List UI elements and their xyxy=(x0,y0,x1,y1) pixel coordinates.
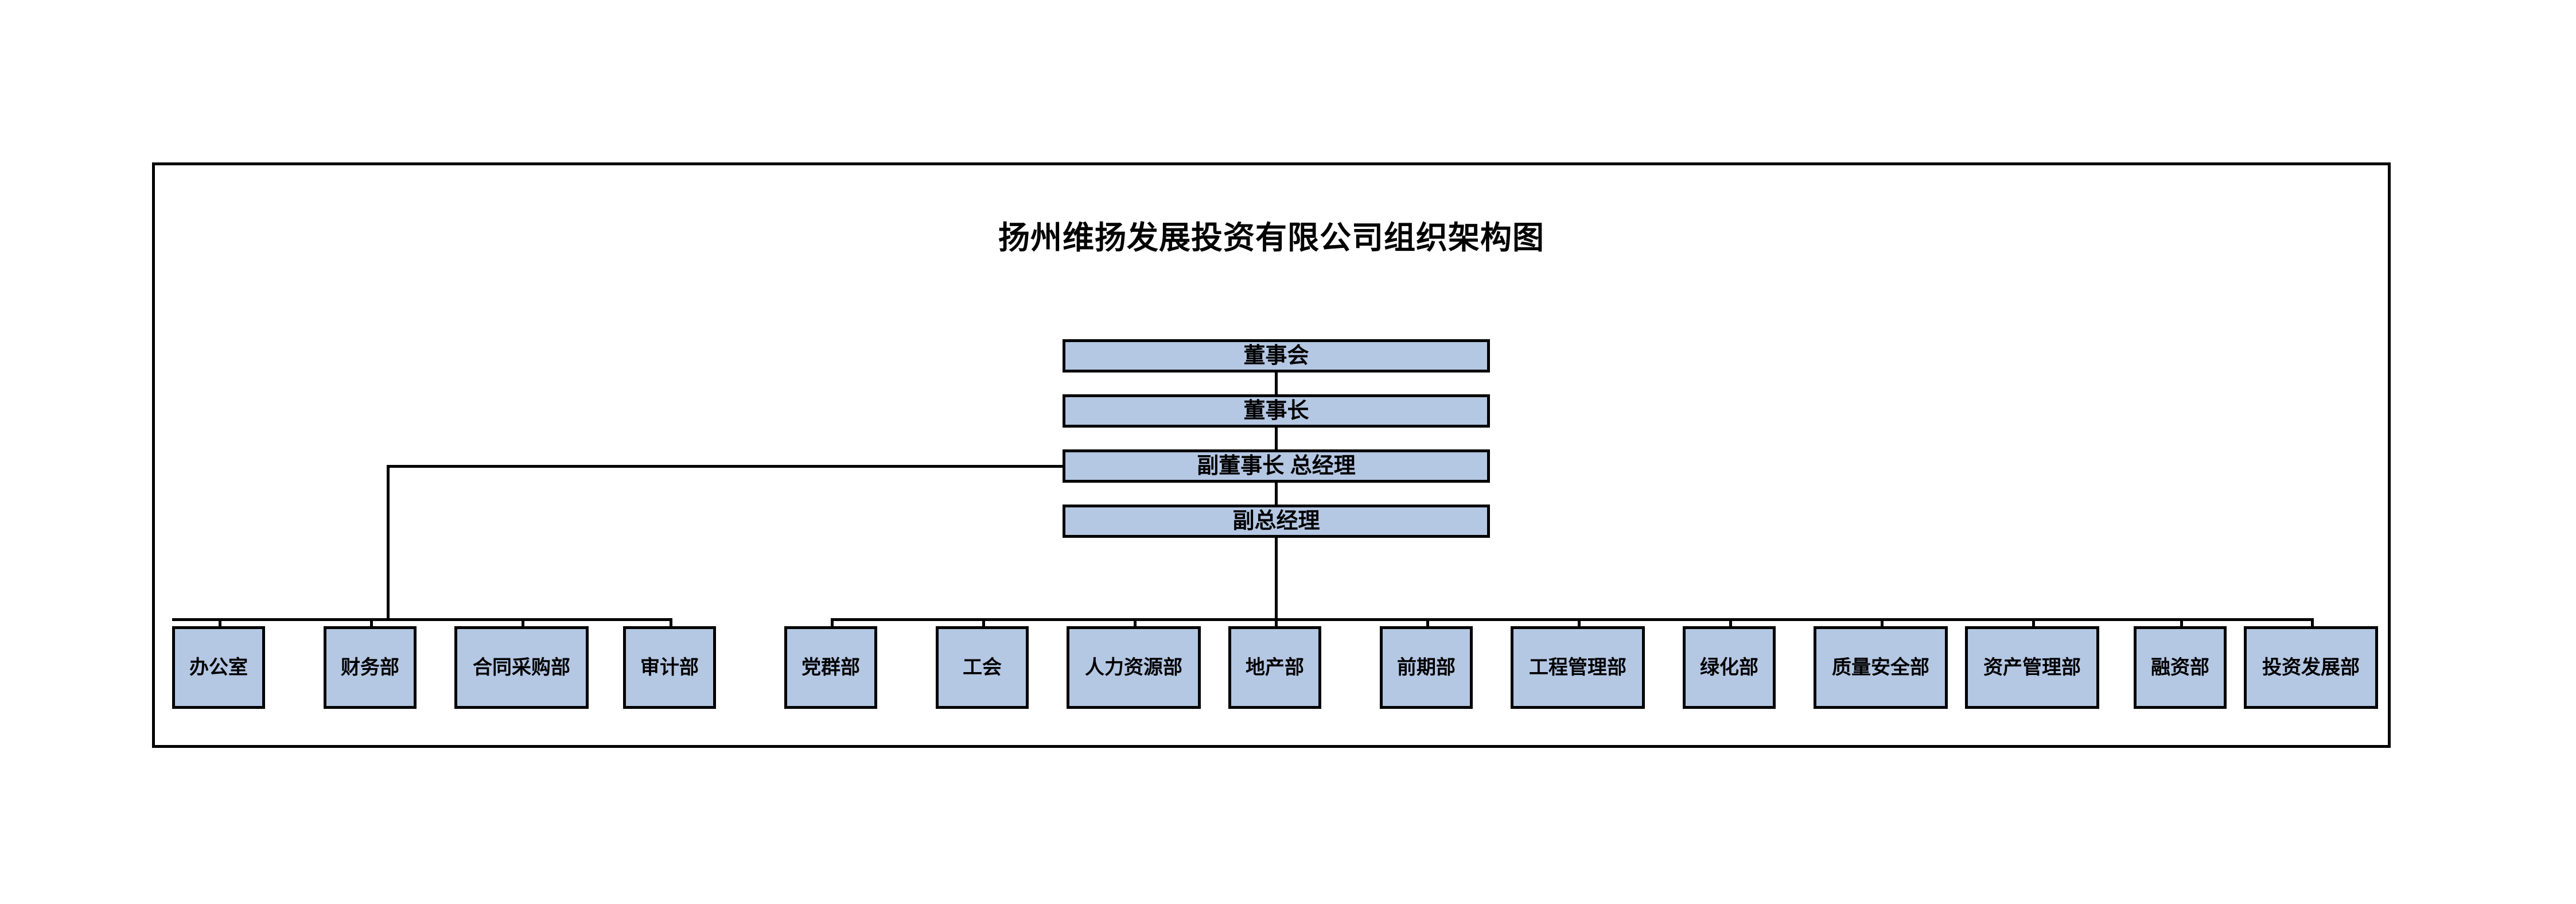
node-department-audit[interactable]: 审计部 xyxy=(623,626,716,709)
node-department-labor-union[interactable]: 工会 xyxy=(936,626,1029,709)
connector-left-branch-horizontal xyxy=(387,465,1064,468)
node-label: 合同采购部 xyxy=(473,657,570,678)
node-department-quality-safety[interactable]: 质量安全部 xyxy=(1814,626,1948,709)
node-label: 财务部 xyxy=(341,657,399,678)
connector-stub-dept-1 xyxy=(219,618,221,626)
node-label: 副总经理 xyxy=(1232,509,1320,533)
node-label: 绿化部 xyxy=(1700,657,1758,678)
node-label: 人力资源部 xyxy=(1085,657,1182,678)
connector-stub-dept-2 xyxy=(370,618,373,626)
node-label: 党群部 xyxy=(801,657,860,678)
connector-stub-dept-10 xyxy=(1578,618,1581,626)
node-department-asset-management[interactable]: 资产管理部 xyxy=(1965,626,2099,709)
connector-stub-dept-6 xyxy=(982,618,985,626)
node-deputy-general-manager[interactable]: 副总经理 xyxy=(1063,505,1490,538)
connector-right-branch-drop xyxy=(1275,538,1278,621)
node-label: 地产部 xyxy=(1246,657,1304,678)
page-title: 扬州维扬发展投资有限公司组织架构图 xyxy=(998,220,1544,255)
connector-left-group-bus xyxy=(172,618,672,621)
node-department-financing[interactable]: 融资部 xyxy=(2134,626,2227,709)
connector-chairman-to-vicechairman xyxy=(1275,428,1278,449)
connector-stub-dept-12 xyxy=(1881,618,1884,626)
node-label: 审计部 xyxy=(640,657,699,678)
node-department-investment-development[interactable]: 投资发展部 xyxy=(2244,626,2378,709)
connector-stub-dept-13 xyxy=(2032,618,2035,626)
node-department-finance[interactable]: 财务部 xyxy=(324,626,417,709)
node-label: 副董事长 总经理 xyxy=(1197,454,1356,478)
connector-board-to-chairman xyxy=(1275,373,1278,394)
connector-stub-dept-3 xyxy=(522,618,524,626)
node-department-real-estate[interactable]: 地产部 xyxy=(1228,626,1321,709)
node-label: 融资部 xyxy=(2151,657,2209,678)
node-board-of-directors[interactable]: 董事会 xyxy=(1063,339,1490,373)
node-chairman[interactable]: 董事长 xyxy=(1063,394,1490,428)
node-department-office[interactable]: 办公室 xyxy=(172,626,265,709)
connector-stub-dept-9 xyxy=(1426,618,1429,626)
node-department-preliminary-works[interactable]: 前期部 xyxy=(1380,626,1473,709)
node-department-contract-procurement[interactable]: 合同采购部 xyxy=(454,626,589,709)
connector-right-group-bus xyxy=(831,618,2313,621)
node-vice-chairman-general-manager[interactable]: 副董事长 总经理 xyxy=(1063,449,1490,483)
connector-left-branch-drop xyxy=(387,465,390,621)
node-department-engineering-management[interactable]: 工程管理部 xyxy=(1511,626,1645,709)
node-department-party-mass-work[interactable]: 党群部 xyxy=(784,626,877,709)
node-label: 董事会 xyxy=(1243,344,1309,368)
node-label: 工程管理部 xyxy=(1529,657,1626,678)
node-label: 办公室 xyxy=(189,657,248,678)
node-label: 前期部 xyxy=(1397,657,1456,678)
connector-stub-dept-4 xyxy=(670,618,672,626)
node-label: 资产管理部 xyxy=(1983,657,2081,678)
connector-stub-dept-8 xyxy=(1275,618,1278,626)
node-department-greening[interactable]: 绿化部 xyxy=(1683,626,1776,709)
node-label: 质量安全部 xyxy=(1832,657,1929,678)
connector-stub-dept-14 xyxy=(2180,618,2183,626)
diagram-frame: 扬州维扬发展投资有限公司组织架构图 董事会 董事长 副董事长 总经理 副总经理 xyxy=(152,162,2391,748)
connector-stub-dept-7 xyxy=(1134,618,1137,626)
connector-stub-dept-15 xyxy=(2311,618,2314,626)
connector-vicechairman-to-deputy xyxy=(1275,483,1278,505)
connector-stub-dept-5 xyxy=(831,618,834,626)
node-department-human-resources[interactable]: 人力资源部 xyxy=(1067,626,1201,709)
node-label: 投资发展部 xyxy=(2262,657,2360,678)
connector-stub-dept-11 xyxy=(1729,618,1732,626)
node-label: 工会 xyxy=(963,657,1002,678)
node-label: 董事长 xyxy=(1243,399,1309,423)
